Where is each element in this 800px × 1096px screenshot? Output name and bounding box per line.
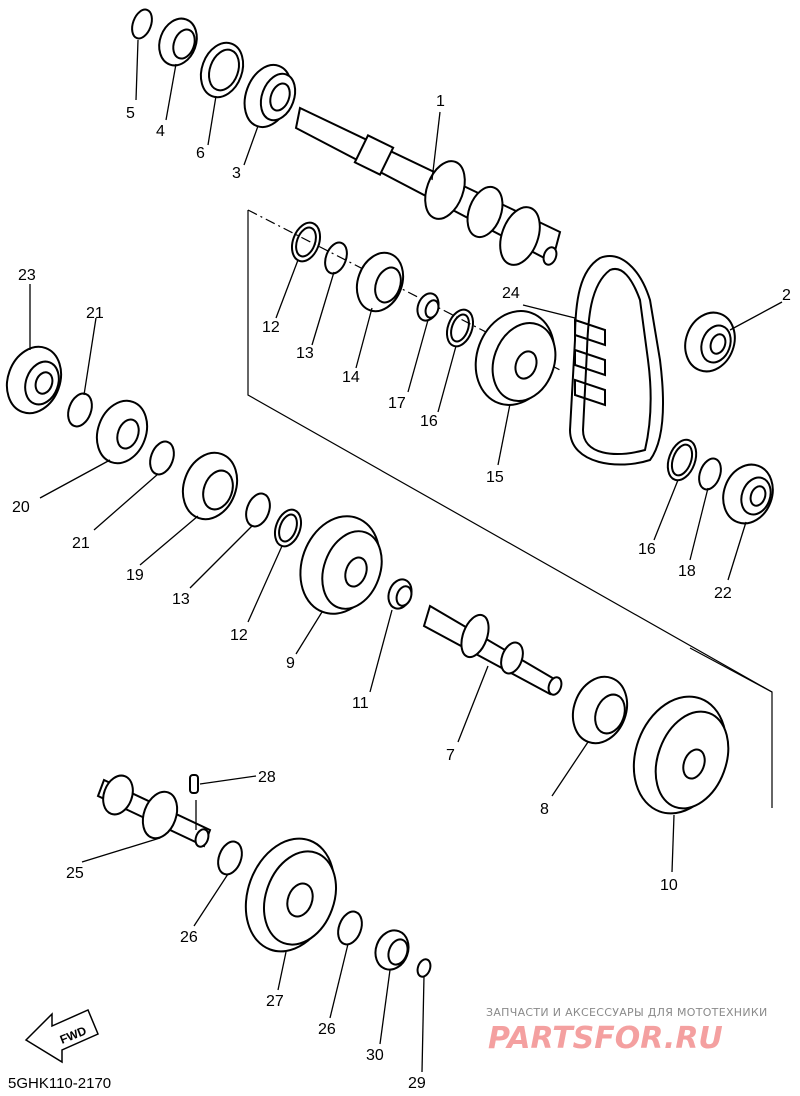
part-4-oil-seal — [158, 17, 198, 67]
part-18-circlip — [698, 457, 722, 491]
part-16-washer-lower — [666, 438, 698, 482]
label-part-12-upper: 12 — [262, 319, 280, 336]
label-part-15: 15 — [486, 469, 504, 486]
part-15-gear — [474, 310, 557, 406]
label-part-17: 17 — [388, 395, 406, 412]
part-9-gear — [299, 515, 383, 615]
part-2-bearing — [684, 311, 736, 373]
label-part-23: 23 — [18, 267, 36, 284]
label-part-3: 3 — [232, 165, 241, 182]
label-part-6: 6 — [196, 145, 205, 162]
part-7-secondary-shaft — [422, 604, 563, 696]
part-11-bushing — [387, 578, 413, 610]
diagram-code: 5GHK110-2170 — [8, 1075, 111, 1092]
label-part-12-lower: 12 — [230, 627, 248, 644]
label-part-4: 4 — [156, 123, 165, 140]
part-14-dog-clutch — [355, 251, 405, 313]
label-part-8: 8 — [540, 801, 549, 818]
label-part-9: 9 — [286, 655, 295, 672]
label-part-13-upper: 13 — [296, 345, 314, 362]
label-part-20: 20 — [12, 499, 30, 516]
assembly-bracket — [247, 209, 773, 808]
part-21-circlip-lower — [149, 440, 175, 476]
watermark-brand: PARTSFOR.RU — [488, 1021, 723, 1056]
label-part-22: 22 — [714, 585, 732, 602]
label-part-26-lower: 26 — [318, 1021, 336, 1038]
part-28-dowel-pin — [189, 774, 199, 794]
label-part-21-upper: 21 — [86, 305, 104, 322]
label-part-29: 29 — [408, 1075, 426, 1092]
part-number-labels: 5 4 6 3 1 2 12 13 14 17 16 15 24 16 18 2… — [12, 93, 791, 1092]
leader-lines — [29, 39, 783, 1073]
part-12-washer — [290, 221, 322, 263]
part-13-circlip-lower — [245, 492, 271, 528]
label-part-16-lower: 16 — [638, 541, 656, 558]
part-29-circlip — [416, 958, 432, 978]
watermark-tagline: ЗАПЧАСТИ И АКСЕССУАРЫ ДЛЯ МОТОТЕХНИКИ — [486, 1006, 768, 1019]
label-part-18: 18 — [678, 563, 696, 580]
label-part-13-lower: 13 — [172, 591, 190, 608]
label-part-1: 1 — [436, 93, 445, 110]
part-16-washer-upper — [445, 308, 475, 348]
part-26-circlip-lower — [337, 910, 363, 946]
part-24-chain — [568, 255, 664, 466]
label-part-21-lower: 21 — [72, 535, 90, 552]
label-part-30: 30 — [366, 1047, 384, 1064]
part-30-bearing — [374, 929, 410, 971]
part-8-gear — [571, 675, 629, 745]
label-part-5: 5 — [126, 105, 135, 122]
part-19-dog-clutch — [181, 451, 239, 521]
part-21-circlip-upper — [67, 392, 93, 428]
part-6-collar — [199, 41, 245, 99]
label-part-25: 25 — [66, 865, 84, 882]
part-20-gear — [95, 399, 149, 465]
part-13-circlip — [324, 241, 348, 275]
label-part-27: 27 — [266, 993, 284, 1010]
label-part-7: 7 — [446, 747, 455, 764]
label-part-26-upper: 26 — [180, 929, 198, 946]
label-part-28: 28 — [258, 769, 276, 786]
label-part-24: 24 — [502, 285, 520, 302]
label-part-19: 19 — [126, 567, 144, 584]
part-3-bearing — [243, 64, 297, 128]
label-part-16-upper: 16 — [420, 413, 438, 430]
part-26-circlip-upper — [217, 840, 243, 876]
label-part-11: 11 — [352, 695, 369, 712]
part-17-bushing — [416, 292, 440, 322]
part-27-gear — [244, 837, 337, 953]
part-5-circlip — [131, 8, 153, 40]
part-1-primary-shaft — [294, 106, 562, 266]
part-23-bearing — [5, 345, 63, 415]
fwd-arrow-icon: FWD — [24, 1009, 99, 1064]
part-22-bearing — [722, 463, 774, 525]
label-part-10: 10 — [660, 877, 678, 894]
label-part-14: 14 — [342, 369, 360, 386]
part-25-drive-axle — [96, 774, 212, 848]
label-part-2: 2 — [782, 287, 791, 304]
part-10-gear — [632, 695, 730, 815]
watermark: ЗАПЧАСТИ И АКСЕССУАРЫ ДЛЯ МОТОТЕХНИКИ PA… — [486, 1006, 768, 1056]
